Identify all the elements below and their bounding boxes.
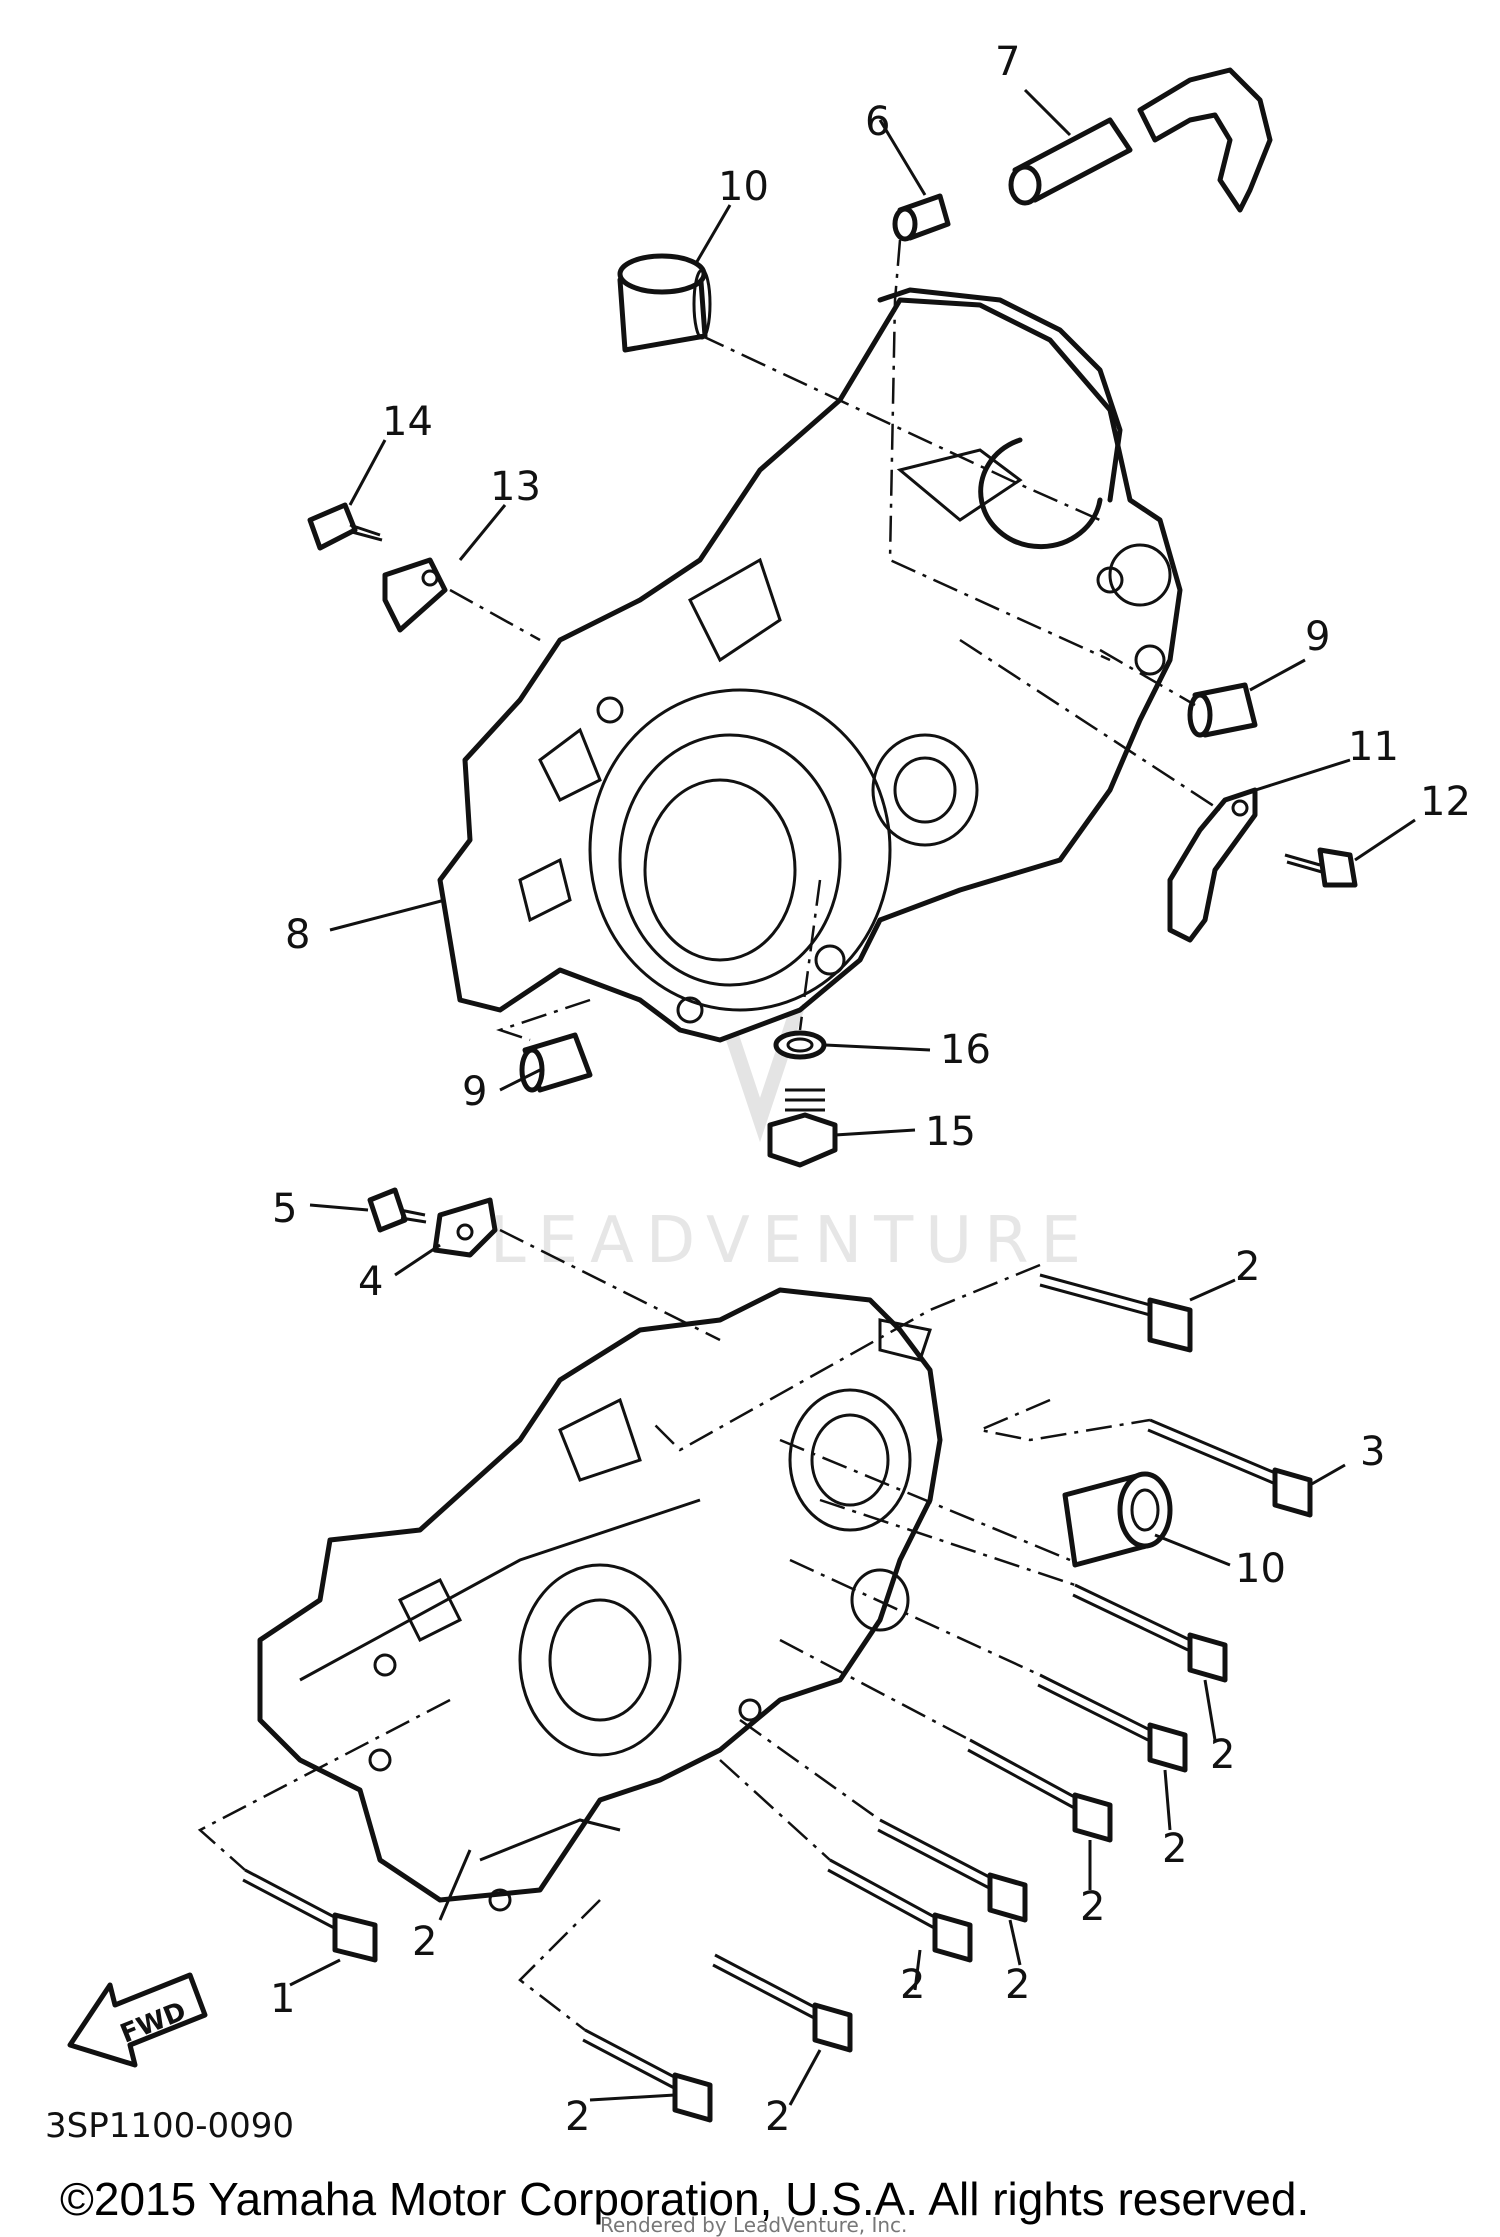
guide-4[interactable] (432, 1197, 498, 1258)
diagram-code: 3SP1100-0090 (45, 2106, 294, 2146)
callout-1[interactable]: 2 (412, 1919, 437, 1965)
bolt-2-r6[interactable] (712, 1953, 853, 2053)
callout-5[interactable]: 5 (272, 1186, 297, 1232)
callout-15[interactable]: 15 (925, 1109, 976, 1155)
callout-2-r1[interactable]: 2 (1210, 1732, 1235, 1778)
clamp-13[interactable] (382, 557, 448, 633)
bolt-2-left[interactable] (242, 1868, 378, 1963)
bearing-upper[interactable] (617, 253, 712, 353)
bolt-2-r2[interactable] (1037, 1673, 1188, 1773)
callout-labels: 7 6 10 14 13 9 11 12 8 16 9 15 5 4 2 3 1… (270, 39, 1471, 2140)
callout-9-lower[interactable]: 9 (462, 1069, 487, 1115)
callout-7[interactable]: 7 (995, 39, 1020, 85)
callout-leaders (289, 88, 1416, 2106)
bolt-2-r5[interactable] (827, 1858, 973, 1963)
bearing-lower[interactable] (1062, 1471, 1173, 1568)
callout-3[interactable]: 3 (1360, 1429, 1385, 1475)
rendered-by-note: Rendered by LeadVenture, Inc. (600, 2213, 907, 2237)
callout-11[interactable]: 11 (1348, 724, 1399, 770)
callout-2-bottom[interactable]: 2 (565, 2094, 590, 2140)
watermark: LEADVENTURE (490, 927, 1093, 1278)
dowel-pin-upper[interactable] (1187, 682, 1258, 738)
breather-nipple[interactable] (892, 193, 951, 242)
callout-12[interactable]: 12 (1420, 779, 1471, 825)
crankcase-left-half[interactable] (257, 1287, 943, 1912)
callout-2-top[interactable]: 2 (1235, 1244, 1260, 1290)
callout-13[interactable]: 13 (490, 464, 541, 510)
bolt-2-top[interactable] (1039, 1273, 1193, 1353)
callout-2-r3[interactable]: 2 (1080, 1884, 1105, 1930)
bolt-2-r3[interactable] (967, 1738, 1113, 1843)
callout-6[interactable]: 6 (865, 99, 890, 145)
copyright-notice: ©2015 Yamaha Motor Corporation, U.S.A. A… (60, 2173, 1309, 2225)
assembly-lines (197, 239, 1221, 2031)
callout-2-left[interactable]: 1 (270, 1976, 295, 2022)
callout-10-upper[interactable]: 10 (718, 164, 769, 210)
callout-2-r6[interactable]: 2 (765, 2094, 790, 2140)
bolt-2-r1[interactable] (1072, 1583, 1228, 1683)
screw-5[interactable] (367, 1187, 427, 1233)
forward-arrow-icon: FWD (67, 1972, 208, 2068)
bolt-14[interactable] (307, 502, 383, 551)
callout-10-lower[interactable]: 10 (1235, 1546, 1286, 1592)
callout-8[interactable]: 8 (285, 912, 310, 958)
callout-14[interactable]: 14 (382, 399, 433, 445)
crankcase-right-half[interactable] (437, 287, 1183, 1043)
plate-11[interactable] (1167, 787, 1258, 943)
washer-16[interactable] (773, 1030, 827, 1060)
bolt-12[interactable] (1284, 847, 1358, 888)
drain-plug-15[interactable] (767, 1088, 838, 1168)
dowel-pin-lower[interactable] (519, 1032, 593, 1093)
callout-16[interactable]: 16 (940, 1027, 991, 1073)
callout-2-r4[interactable]: 2 (1005, 1962, 1030, 2008)
callout-4[interactable]: 4 (358, 1259, 383, 1305)
watermark-text: LEADVENTURE (490, 1204, 1093, 1278)
breather-hose[interactable] (1008, 67, 1273, 213)
callout-9-upper[interactable]: 9 (1305, 614, 1330, 660)
bolt-3[interactable] (1147, 1418, 1313, 1518)
callout-2-r2[interactable]: 2 (1162, 1826, 1187, 1872)
callout-2-r5[interactable]: 2 (900, 1962, 925, 2008)
bolt-2-r4[interactable] (877, 1818, 1028, 1923)
bolt-2-bottom[interactable] (582, 2028, 713, 2123)
